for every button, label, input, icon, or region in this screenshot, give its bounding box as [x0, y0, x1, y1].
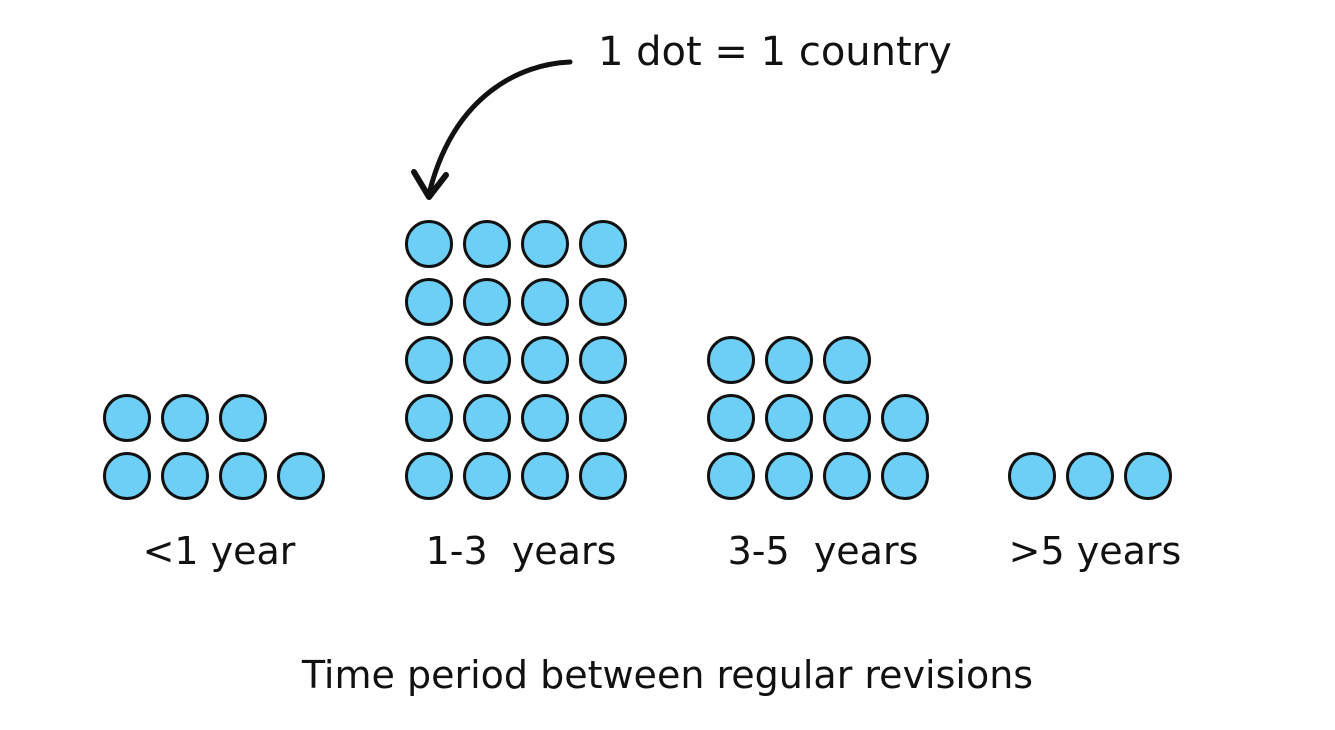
dot-marker — [277, 452, 325, 500]
dot-marker — [463, 336, 511, 384]
dot-row — [405, 278, 637, 336]
dot-marker — [219, 394, 267, 442]
dot-marker — [521, 452, 569, 500]
dot-marker — [463, 220, 511, 268]
dot-marker — [103, 394, 151, 442]
dot-marker — [1066, 452, 1114, 500]
dot-marker — [521, 336, 569, 384]
dot-marker — [219, 452, 267, 500]
dot-marker — [823, 452, 871, 500]
dot-marker — [881, 394, 929, 442]
dot-marker — [405, 278, 453, 326]
dot-row — [103, 452, 335, 510]
dot-marker — [1008, 452, 1056, 500]
dot-marker — [405, 452, 453, 500]
dot-marker — [463, 394, 511, 442]
unit-annotation-label: 1 dot = 1 country — [598, 29, 952, 75]
dot-marker — [405, 394, 453, 442]
dot-columns-area — [0, 180, 1335, 510]
dot-row — [1008, 452, 1182, 510]
dot-marker — [823, 336, 871, 384]
dot-marker — [405, 220, 453, 268]
dot-marker — [765, 452, 813, 500]
dot-marker — [707, 394, 755, 442]
dot-marker — [463, 452, 511, 500]
dot-column — [103, 394, 335, 510]
dot-marker — [881, 452, 929, 500]
category-label: <1 year — [142, 529, 296, 573]
dot-marker — [579, 452, 627, 500]
dot-marker — [161, 452, 209, 500]
dot-row — [103, 394, 335, 452]
dot-marker — [521, 394, 569, 442]
dot-marker — [823, 394, 871, 442]
dot-marker — [579, 220, 627, 268]
category-label: >5 years — [1008, 529, 1182, 573]
dot-marker — [521, 278, 569, 326]
dot-marker — [765, 394, 813, 442]
dot-row — [707, 394, 939, 452]
dot-column — [405, 220, 637, 510]
dot-row — [405, 394, 637, 452]
dot-marker — [579, 394, 627, 442]
dot-marker — [707, 452, 755, 500]
dot-row — [707, 452, 939, 510]
dot-marker — [579, 278, 627, 326]
dot-marker — [579, 336, 627, 384]
category-labels-row: <1 year 1-3 years 3-5 years >5 years — [0, 524, 1335, 584]
dot-row — [405, 220, 637, 278]
dot-marker — [521, 220, 569, 268]
dot-marker — [1124, 452, 1172, 500]
dot-marker — [463, 278, 511, 326]
dot-marker — [161, 394, 209, 442]
dot-marker — [707, 336, 755, 384]
category-label: 1-3 years — [425, 529, 617, 573]
dot-marker — [765, 336, 813, 384]
dot-row — [405, 452, 637, 510]
x-axis-caption: Time period between regular revisions — [301, 653, 1034, 697]
dot-row — [405, 336, 637, 394]
dot-row — [707, 336, 939, 394]
dot-column — [1008, 452, 1182, 510]
category-label: 3-5 years — [727, 529, 919, 573]
dot-marker — [405, 336, 453, 384]
dot-column — [707, 336, 939, 510]
dot-marker — [103, 452, 151, 500]
